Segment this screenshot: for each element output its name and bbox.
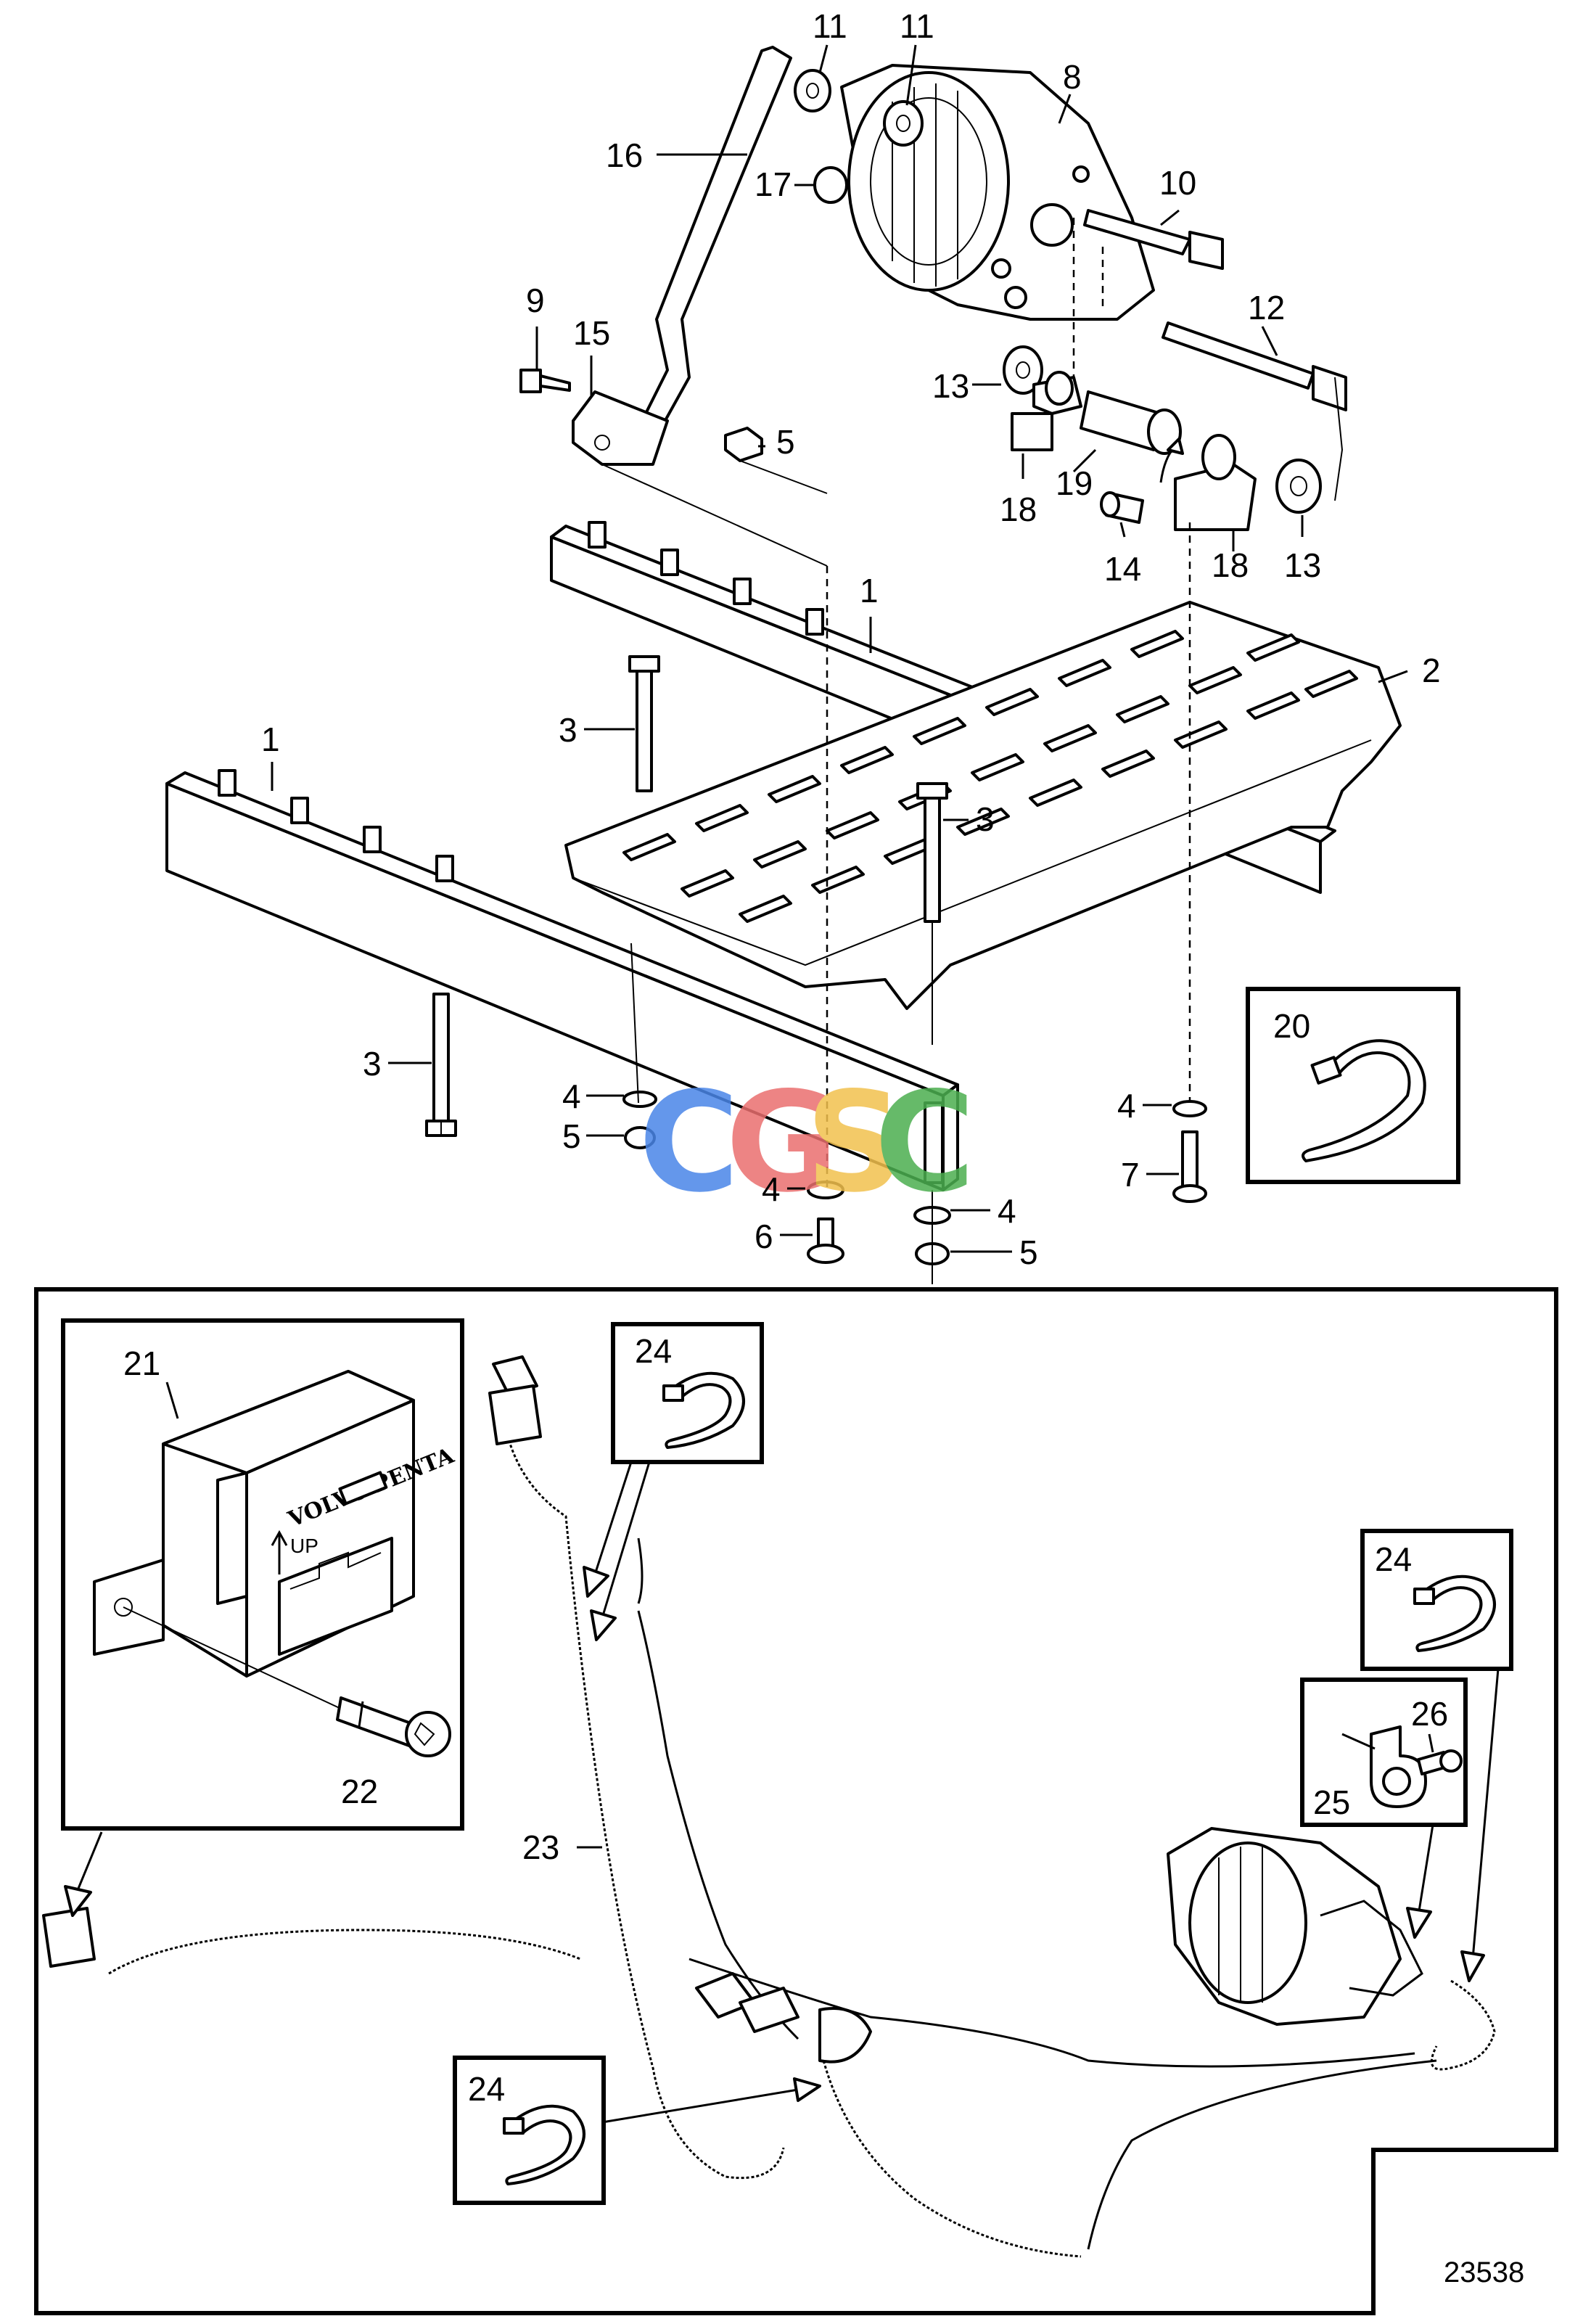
rail-front xyxy=(165,769,959,1191)
inset-cable-tie-24-right xyxy=(1360,1529,1513,1671)
callout-21: 21 xyxy=(123,1344,160,1382)
callout-1b: 1 xyxy=(261,720,280,758)
platform-plate xyxy=(564,601,1402,1010)
callout-2: 2 xyxy=(1422,652,1441,689)
inset-cable-tie-20 xyxy=(1246,987,1460,1184)
callout-leaders xyxy=(165,44,1434,1849)
callout-6: 6 xyxy=(755,1218,773,1255)
callout-11b: 11 xyxy=(900,7,934,45)
callout-23: 23 xyxy=(522,1828,559,1866)
callout-24c: 24 xyxy=(468,2070,505,2108)
callout-1a: 1 xyxy=(860,572,879,609)
module-up-label: UP xyxy=(290,1535,318,1557)
callout-4c: 4 xyxy=(1117,1087,1136,1125)
bolt-9 xyxy=(519,369,571,393)
inset-cable-tie-24-bottom xyxy=(453,2056,606,2205)
callout-24b: 24 xyxy=(1375,1540,1412,1578)
callout-20: 20 xyxy=(1273,1007,1310,1045)
inset-control-module: VOLVO PENTA UP xyxy=(61,1318,464,1831)
mounting-bracket xyxy=(572,390,669,466)
callout-3c: 3 xyxy=(363,1045,382,1083)
callout-7: 7 xyxy=(1121,1156,1140,1194)
callout-9: 9 xyxy=(526,282,545,319)
figure-number: 23538 xyxy=(1444,2257,1524,2288)
watermark-g: G xyxy=(725,1062,839,1223)
alternator-small xyxy=(1167,1827,1423,2026)
callout-14: 14 xyxy=(1104,550,1141,588)
callout-4b: 4 xyxy=(762,1170,781,1208)
callout-26: 26 xyxy=(1411,1695,1448,1733)
callout-11a: 11 xyxy=(813,7,847,45)
inset-clamp-25-26 xyxy=(1300,1678,1468,1827)
bolts-3 xyxy=(425,655,948,1137)
callout-5a: 5 xyxy=(776,423,795,461)
callout-8: 8 xyxy=(1063,58,1082,96)
inset-arrows xyxy=(64,1461,1500,2124)
callout-5b: 5 xyxy=(562,1117,581,1155)
callout-16: 16 xyxy=(606,136,643,174)
callout-22: 22 xyxy=(341,1773,378,1810)
callout-25: 25 xyxy=(1313,1783,1350,1821)
bracket-arm xyxy=(637,46,792,444)
callout-13a: 13 xyxy=(932,367,969,405)
callout-3b: 3 xyxy=(976,800,995,838)
callout-3a: 3 xyxy=(559,711,577,749)
nut-5-upper xyxy=(724,427,763,462)
callout-13b: 13 xyxy=(1284,546,1321,584)
callout-4a: 4 xyxy=(562,1077,581,1115)
callout-24a: 24 xyxy=(635,1332,672,1370)
callout-19: 19 xyxy=(1056,464,1093,502)
alternator xyxy=(840,64,1155,321)
washers-11 xyxy=(794,69,924,204)
callout-5c: 5 xyxy=(1019,1233,1038,1271)
callout-labels: 11 11 8 16 17 10 9 15 12 13 5 18 19 14 1… xyxy=(123,7,1524,2288)
callout-18b: 18 xyxy=(1212,546,1249,584)
assembly-guide-lines xyxy=(440,218,1344,1284)
watermark-c1: C xyxy=(638,1062,739,1223)
callout-12: 12 xyxy=(1248,289,1285,327)
callout-15: 15 xyxy=(573,314,610,352)
watermark: C G S C xyxy=(638,1062,975,1223)
bushing-assembly xyxy=(1003,345,1322,531)
bolt-12 xyxy=(1162,321,1347,411)
watermark-s: S xyxy=(805,1062,905,1223)
watermark-c2: C xyxy=(874,1062,975,1223)
callout-17: 17 xyxy=(755,165,792,203)
callout-10: 10 xyxy=(1159,164,1196,202)
callout-4d: 4 xyxy=(998,1192,1016,1230)
wiring-harness xyxy=(42,1355,1496,2258)
bolt-10 xyxy=(1083,209,1224,270)
inset-cable-tie-24-top xyxy=(611,1322,764,1464)
callout-18a: 18 xyxy=(1000,490,1037,528)
